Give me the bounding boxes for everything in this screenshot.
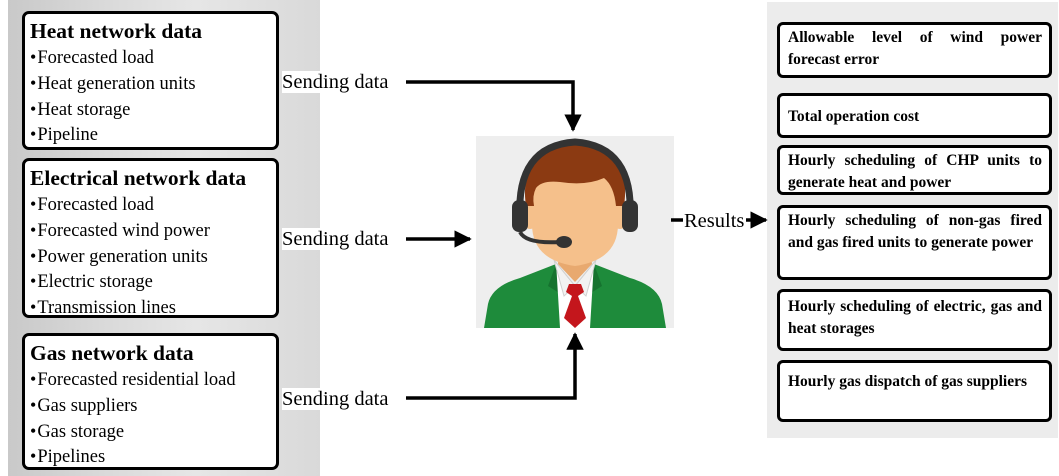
list-item: Forecasted residential load	[30, 367, 276, 393]
sending-label-gas: Sending data	[282, 388, 389, 410]
gas-network-list: Forecasted residential load Gas supplier…	[30, 367, 276, 470]
list-item: Forecasted load	[30, 45, 276, 71]
heat-network-list: Forecasted load Heat generation units He…	[30, 45, 276, 148]
gas-network-title: Gas network data	[30, 341, 194, 365]
results-label: Results	[684, 210, 745, 232]
result-box-operation-cost: Total operation cost	[777, 93, 1052, 138]
list-item: Electric storage	[30, 269, 276, 295]
result-box-wind-error: Allowable level of wind power forecast e…	[777, 22, 1052, 78]
list-item: Gas suppliers	[30, 393, 276, 419]
list-item: Forecasted load	[30, 192, 276, 218]
result-box-unit-scheduling: Hourly scheduling of non-gas fired and g…	[777, 205, 1052, 280]
sending-label-heat: Sending data	[282, 71, 389, 93]
operator-avatar-icon	[484, 138, 666, 328]
result-box-gas-dispatch: Hourly gas dispatch of gas suppliers	[777, 360, 1052, 422]
heat-arrow	[406, 80, 582, 132]
result-box-chp-scheduling: Hourly scheduling of CHP units to genera…	[777, 145, 1052, 195]
gas-arrow	[406, 332, 584, 400]
result-box-storage-scheduling: Hourly scheduling of electric, gas and h…	[777, 289, 1052, 351]
list-item: Forecasted wind power	[30, 218, 276, 244]
electrical-network-box: Electrical network data Forecasted load …	[22, 158, 279, 318]
list-item: Pipeline	[30, 122, 276, 148]
list-item: Gas storage	[30, 419, 276, 445]
list-item: Pipelines	[30, 444, 276, 470]
heat-network-box: Heat network data Forecasted load Heat g…	[22, 11, 279, 150]
list-item: Transmission lines	[30, 295, 276, 321]
heat-network-title: Heat network data	[30, 19, 202, 43]
electrical-network-title: Electrical network data	[30, 166, 247, 190]
sending-label-electrical: Sending data	[282, 228, 389, 250]
electrical-network-list: Forecasted load Forecasted wind power Po…	[30, 192, 276, 321]
list-item: Power generation units	[30, 244, 276, 270]
gas-network-box: Gas network data Forecasted residential …	[22, 333, 279, 470]
list-item: Heat storage	[30, 97, 276, 123]
list-item: Heat generation units	[30, 71, 276, 97]
